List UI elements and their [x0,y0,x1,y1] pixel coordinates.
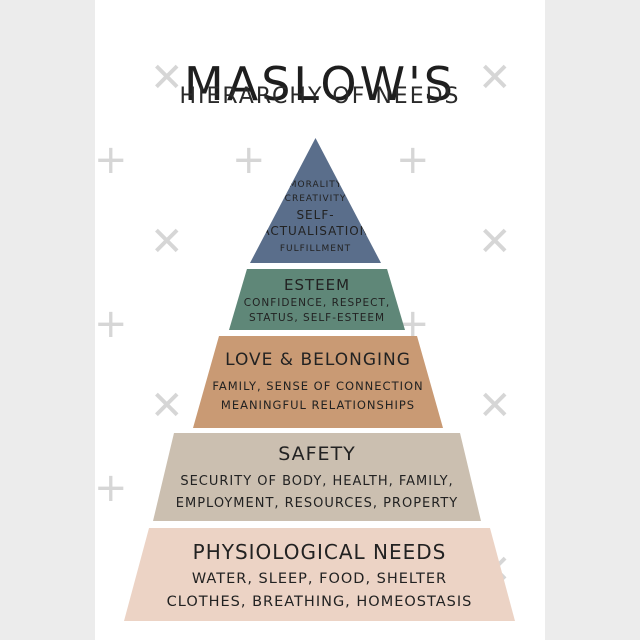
tier-description: SECURITY OF BODY, HEALTH, FAMILY, [180,474,454,489]
watermark-x-icon: ✕ [150,55,184,101]
tier-line: MORALITY [288,180,343,190]
tier-line: SELF- [296,208,335,222]
tier-physiological: PHYSIOLOGICAL NEEDS WATER, SLEEP, FOOD, … [124,528,515,621]
tier-description: EMPLOYMENT, RESOURCES, PROPERTY [175,496,459,511]
tier-line: CREATIVITY [284,194,347,204]
watermark-x-icon: ✕ [150,383,184,429]
watermark-plus-icon: + [94,301,128,347]
tier-safety: SAFETY SECURITY OF BODY, HEALTH, FAMILY,… [153,433,481,521]
watermark-x-icon: ✕ [478,383,512,429]
watermark-x-icon: ✕ [478,219,512,265]
tier-description: WATER, SLEEP, FOOD, SHELTER [191,571,448,587]
tier-love-belonging: LOVE & BELONGING FAMILY, SENSE OF CONNEC… [193,336,443,428]
tier-description: CONFIDENCE, RESPECT, [243,297,391,309]
watermark-plus-icon: + [396,137,430,183]
watermark-plus-icon: + [232,137,266,183]
watermark-plus-icon: + [94,465,128,511]
page-subtitle: HIERARCHY OF NEEDS [179,84,461,109]
watermark-x-icon: ✕ [150,219,184,265]
tier-description: STATUS, SELF-ESTEEM [248,312,386,324]
tier-description: FAMILY, SENSE OF CONNECTION [212,379,424,393]
watermark-x-icon: ✕ [478,55,512,101]
tier-heading: SAFETY [278,443,356,465]
page-title: MASLOW'S [184,56,456,111]
tier-heading: ESTEEM [283,276,351,294]
tier-description: MEANINGFUL RELATIONSHIPS [220,398,416,412]
tier-heading: LOVE & BELONGING [225,350,411,370]
tier-line: ACTUALISATION [261,224,370,238]
tier-description: CLOTHES, BREATHING, HOMEOSTASIS [166,594,473,610]
tier-line: FULFILLMENT [279,244,352,254]
tier-heading: PHYSIOLOGICAL NEEDS [192,540,447,564]
tier-esteem: ESTEEM CONFIDENCE, RESPECT, STATUS, SELF… [229,269,405,330]
watermark-plus-icon: + [94,137,128,183]
